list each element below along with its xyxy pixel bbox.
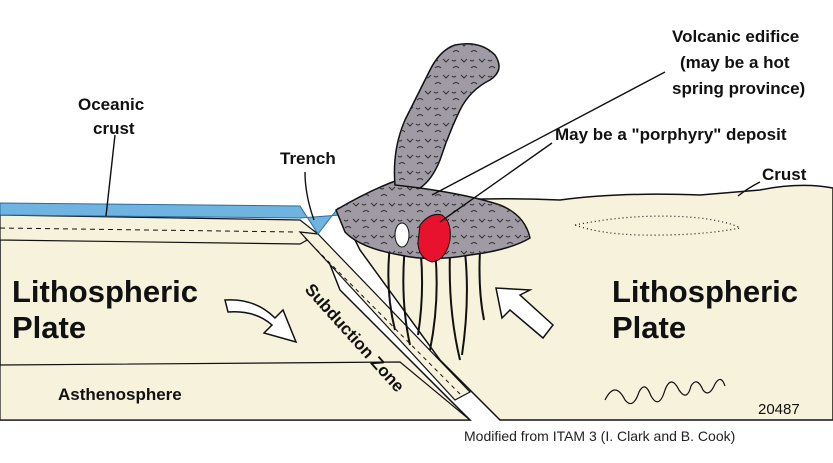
oceanic-crust-label-1: Oceanic: [78, 95, 144, 114]
oceanic-crust-label-2: crust: [93, 119, 135, 138]
slab-dash-line: [304, 237, 463, 397]
oceanic-crust-layer: [0, 214, 320, 245]
crust-dash-line: [0, 227, 297, 233]
asthenosphere-band: [0, 361, 472, 421]
subducting-slab: [298, 231, 471, 401]
volcanic-edifice-leader: [431, 71, 666, 196]
left-plate-motion-arrow: [224, 299, 298, 344]
left-plate-label-1: Lithospheric: [12, 274, 198, 309]
volcanic-edifice-label-2: (may be a hot: [680, 53, 790, 72]
trench-leader: [304, 171, 315, 221]
crustal-lens: [572, 215, 742, 236]
porphyry-leader: [439, 142, 553, 223]
plume-texture: [394, 43, 499, 188]
vent: [394, 222, 410, 248]
volcanic-edifice-label-1: Volcanic edifice: [672, 27, 799, 46]
right-plate-label-2: Plate: [612, 310, 686, 345]
figure-number: 20487: [758, 401, 800, 418]
crust-leader: [737, 181, 761, 197]
volcanic-edifice-label-3: spring province): [672, 79, 805, 98]
trench-label: Trench: [280, 149, 336, 168]
leader-lines: [105, 71, 761, 223]
asthenosphere-label: Asthenosphere: [58, 385, 182, 404]
credit-text: Modified from ITAM 3 (I. Clark and B. Co…: [464, 428, 735, 444]
oceanic-crust-leader: [105, 134, 116, 217]
left-plate-label-2: Plate: [12, 310, 86, 345]
crust-label: Crust: [762, 165, 807, 184]
porphyry-label: May be a "porphyry" deposit: [555, 125, 787, 144]
asthenosphere-squiggles: [604, 378, 726, 405]
right-plate-label-1: Lithospheric: [612, 274, 798, 309]
right-plate-motion-arrow: [495, 287, 555, 340]
porphyry-deposit: [417, 214, 451, 263]
